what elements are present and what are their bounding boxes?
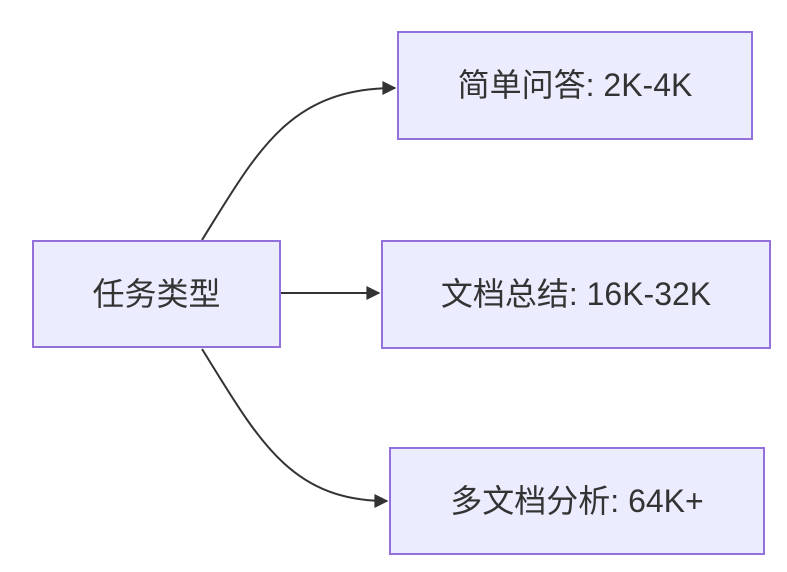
edge-task-type-to-simple-qa: [201, 81, 397, 241]
node-doc-summary-label: 文档总结: 16K-32K: [440, 276, 712, 313]
node-multi-doc-analysis: 多文档分析: 64K+: [389, 447, 765, 555]
node-task-type-label: 任务类型: [92, 275, 221, 312]
node-simple-qa: 简单问答: 2K-4K: [397, 31, 753, 140]
node-multi-doc-analysis-label: 多文档分析: 64K+: [450, 482, 704, 519]
edge-task-type-to-multi-doc-analysis: [201, 348, 389, 508]
node-task-type: 任务类型: [32, 240, 281, 348]
node-doc-summary: 文档总结: 16K-32K: [381, 240, 771, 349]
node-simple-qa-label: 简单问答: 2K-4K: [457, 67, 693, 104]
